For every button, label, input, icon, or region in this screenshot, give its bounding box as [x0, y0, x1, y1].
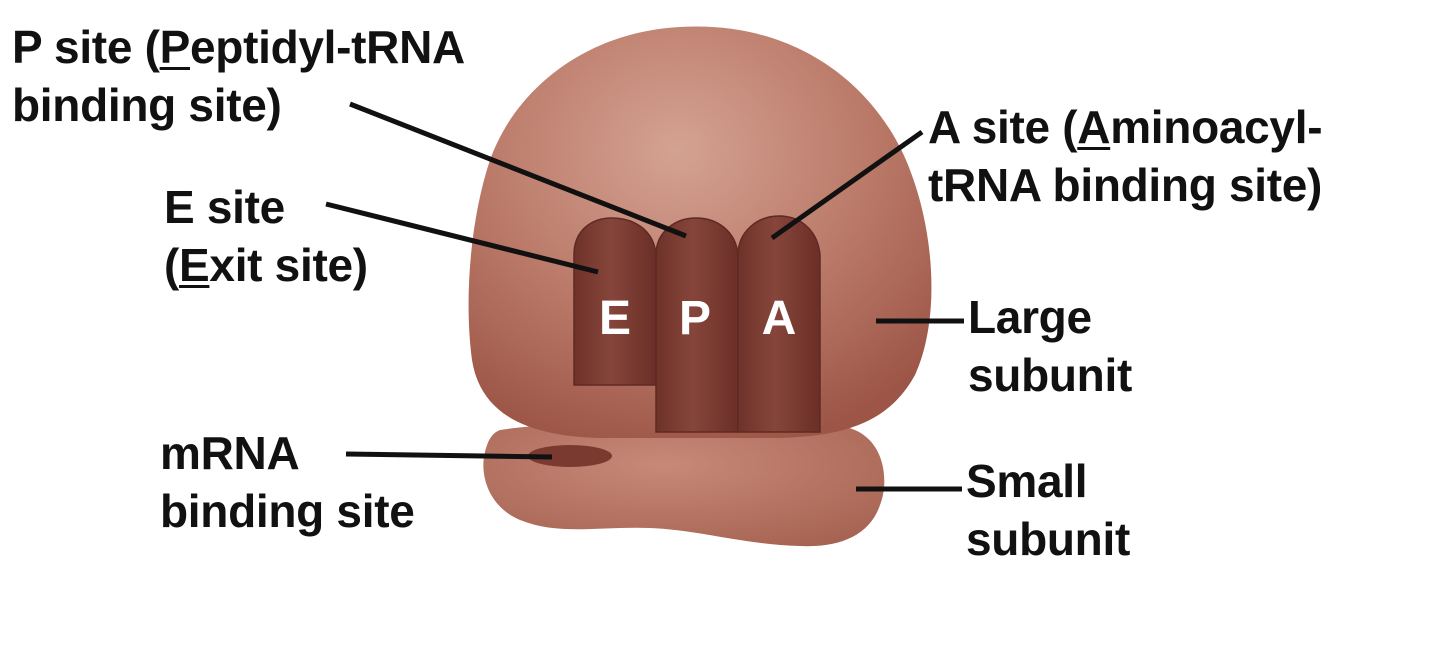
p-site-label: P site (Peptidyl-tRNA binding site): [12, 18, 465, 134]
a-site-leader: [770, 129, 924, 241]
p-site-label-line2: binding site): [12, 79, 282, 131]
mrna-groove: [528, 445, 612, 467]
a-site-label-post: minoacyl-: [1110, 101, 1323, 153]
a-site-label-underlined: A: [1077, 101, 1111, 153]
p-site-tunnel: [655, 217, 739, 433]
large-subunit-label: Large subunit: [968, 288, 1132, 404]
p-site-label-line1: P site (Peptidyl-tRNA: [12, 18, 465, 76]
a-site-tunnel: [737, 215, 821, 433]
mrna-site-leader: [345, 451, 553, 460]
e-site-leader: [325, 201, 599, 275]
mrna-site-label: mRNA binding site: [160, 424, 415, 540]
p-site-label-pre: P site (: [12, 21, 160, 73]
e-site-label-pre: (: [164, 239, 180, 291]
e-site-tunnel: [573, 217, 657, 386]
small-subunit-label-line1: Small: [966, 455, 1088, 507]
e-site-label-underlined: E: [179, 239, 210, 291]
e-site-label-post: xit site): [209, 239, 368, 291]
large-subunit-label-line2: subunit: [968, 349, 1132, 401]
a-site-label: A site (Aminoacyl- tRNA binding site): [928, 98, 1323, 214]
a-site-letter: A: [762, 292, 797, 345]
e-site-label-line2: (Exit site): [164, 236, 368, 294]
p-site-label-underlined: P: [159, 21, 191, 73]
mrna-site-label-line2: binding site: [160, 485, 415, 537]
small-subunit-label: Small subunit: [966, 452, 1130, 568]
p-site-label-post: eptidyl-tRNA: [190, 21, 465, 73]
e-site-label: E site (Exit site): [164, 178, 368, 294]
mrna-site-label-line1: mRNA: [160, 427, 300, 479]
e-site-label-line1: E site: [164, 181, 285, 233]
p-site-leader: [349, 101, 687, 239]
small-subunit-shape: [483, 421, 885, 547]
large-subunit-label-line1: Large: [968, 291, 1092, 343]
small-subunit-label-line2: subunit: [966, 513, 1130, 565]
a-site-label-line2: tRNA binding site): [928, 159, 1323, 211]
a-site-label-line1: A site (Aminoacyl-: [928, 98, 1323, 156]
p-site-letter: P: [679, 292, 711, 345]
a-site-label-pre: A site (: [928, 101, 1078, 153]
e-site-letter: E: [599, 292, 631, 345]
